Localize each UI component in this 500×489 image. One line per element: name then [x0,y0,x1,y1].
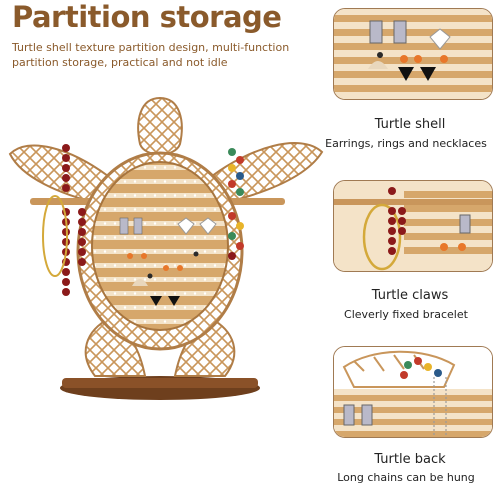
earrings [119,217,217,306]
front-left-flipper [8,144,110,206]
feature-title-claws: Turtle claws [371,288,449,303]
gold-bracelet [42,195,68,277]
feature-caption-shell: Earrings, rings and necklaces [325,137,487,150]
feature-panel-claws [333,180,493,272]
feature-title-back: Turtle back [374,452,446,467]
page-subtitle: Turtle shell texture partition design, m… [12,41,290,69]
feature-caption-back: Long chains can be hung [337,471,475,484]
page-title: Partition storage [12,0,282,34]
feature-panel-shell [333,8,493,100]
turtle-head [137,96,183,156]
feature-caption-claws: Cleverly fixed bracelet [344,308,468,321]
feature-panel-back [333,346,493,438]
colorful-bead-bracelets [228,148,244,260]
claws-closeup-image [334,181,492,271]
back-closeup-image [334,347,492,437]
turtle-shell-slats [91,161,229,331]
feature-title-shell: Turtle shell [374,117,446,132]
shell-closeup-image [334,9,492,99]
turtle-jewelry-stand-image [8,96,324,400]
